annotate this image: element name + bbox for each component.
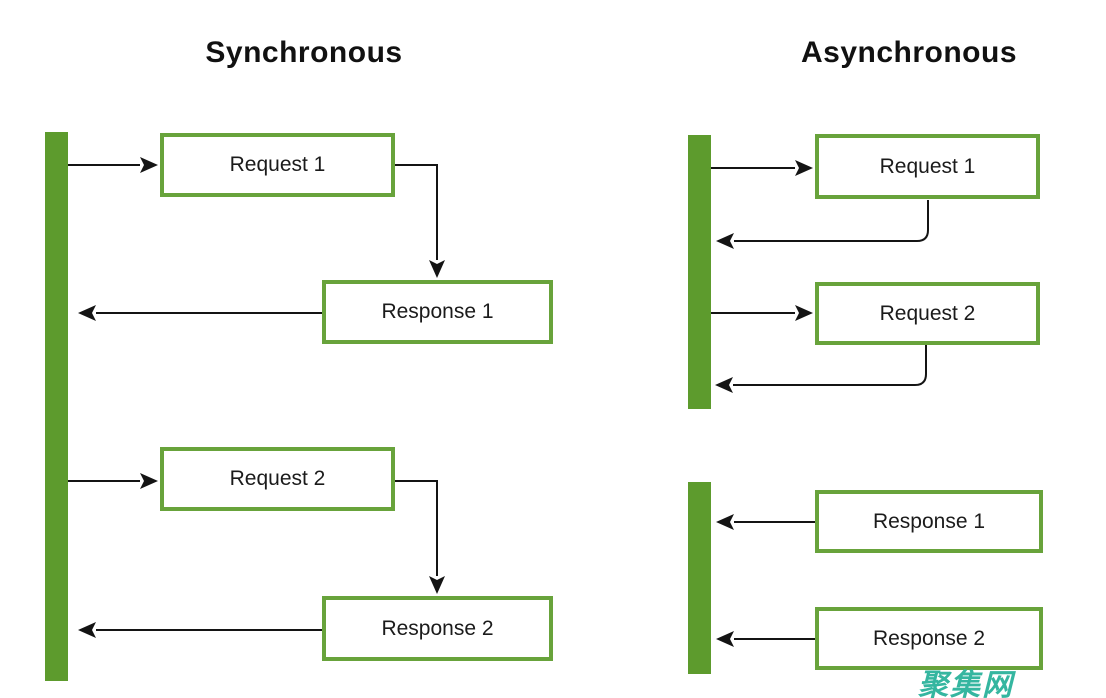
sync-arrow-response-1-to-bar — [78, 305, 322, 321]
sync-request-2-box: Request 2 — [160, 447, 395, 511]
async-request-1-box: Request 1 — [815, 134, 1040, 199]
async-response-2-box: Response 2 — [815, 607, 1043, 670]
async-response-1-box: Response 1 — [815, 490, 1043, 553]
sync-arrow-bar-to-request-1 — [68, 157, 158, 173]
async-response-1-label: Response 1 — [872, 509, 986, 533]
async-request-2-label: Request 2 — [879, 301, 976, 325]
sync-arrow-response-2-to-bar — [78, 622, 322, 638]
async-response-2-label: Response 2 — [872, 626, 986, 650]
sync-response-2-label: Response 2 — [381, 616, 494, 640]
sync-arrow-bar-to-request-2 — [68, 473, 158, 489]
watermark-text: 聚集网 — [918, 669, 1014, 698]
sync-response-1-box: Response 1 — [322, 280, 553, 344]
sync-arrow-request-1-to-response-1 — [395, 164, 445, 278]
sync-response-1-label: Response 1 — [381, 300, 494, 323]
sync-panel-title: Synchronous — [205, 36, 403, 69]
sync-request-1-label: Request 1 — [229, 153, 326, 176]
sync-arrow-request-2-to-response-2 — [395, 480, 445, 594]
async-activation-bar-1 — [688, 135, 711, 409]
sync-activation-bar — [45, 132, 68, 681]
async-arrow-request-1-return — [716, 200, 929, 249]
async-arrow-response-1-to-bar — [716, 514, 815, 530]
async-panel-title: Asynchronous — [800, 36, 1018, 69]
async-arrow-bar-to-request-1 — [711, 160, 813, 176]
async-arrow-request-2-return — [715, 345, 927, 393]
sync-request-2-label: Request 2 — [229, 467, 326, 490]
async-arrow-bar-to-request-2 — [711, 305, 813, 321]
async-request-1-label: Request 1 — [879, 154, 976, 178]
async-activation-bar-2 — [688, 482, 711, 674]
sync-request-1-box: Request 1 — [160, 133, 395, 197]
sync-response-2-box: Response 2 — [322, 596, 553, 661]
async-request-2-box: Request 2 — [815, 282, 1040, 345]
async-arrow-response-2-to-bar — [716, 631, 815, 647]
